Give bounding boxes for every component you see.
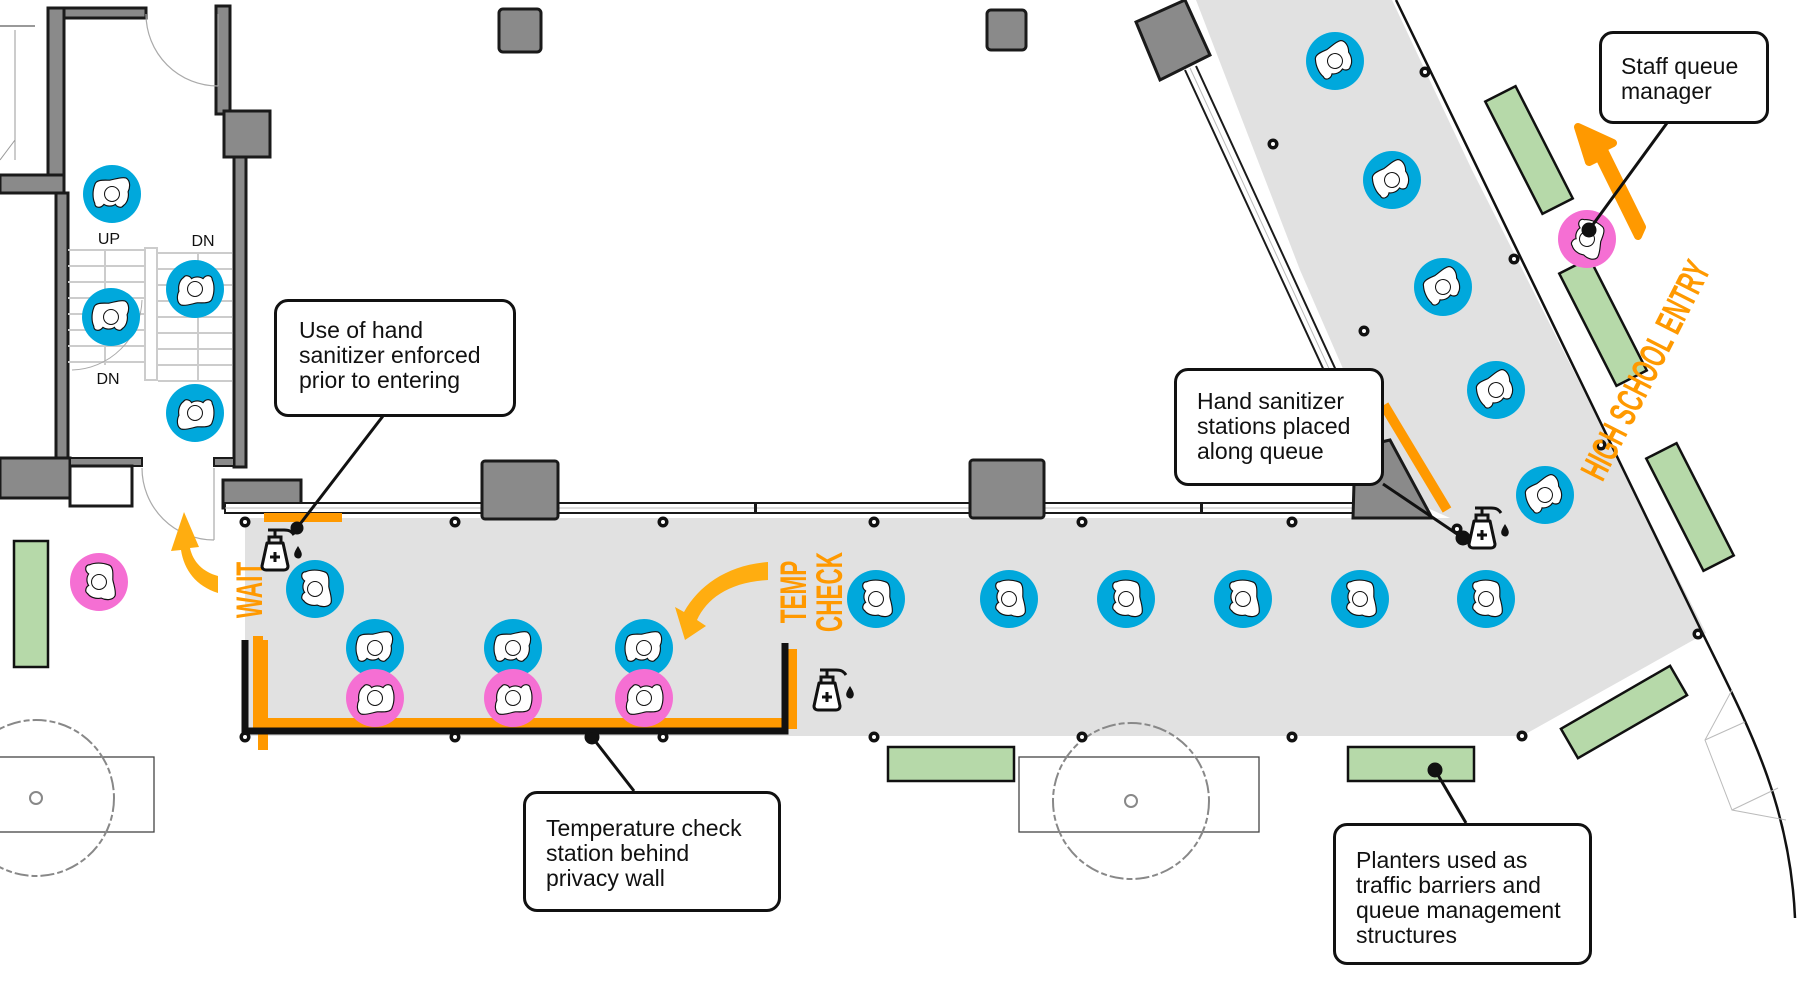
person-top-view-icon [624, 631, 663, 662]
staff-marker [346, 669, 404, 727]
person-top-view-icon [301, 569, 332, 608]
person-top-view-icon [92, 177, 131, 208]
queue-floor [245, 0, 1706, 736]
queue-marker [847, 570, 905, 628]
building-facade [224, 0, 1435, 521]
occupant-markers [70, 32, 1616, 727]
queue-marker [980, 570, 1038, 628]
queue-marker [1306, 32, 1364, 90]
person-top-view-icon [493, 631, 532, 662]
callout-staff-queue-manager: Staff queue manager [1599, 31, 1769, 124]
column-icon [497, 7, 543, 54]
person-top-view-icon [176, 275, 215, 306]
callout-line: manager [1621, 78, 1712, 104]
planter-icon [1644, 441, 1736, 573]
queue-marker [1097, 570, 1155, 628]
callout-hand-sanitizer-enforced: Use of hand sanitizer enforced prior to … [274, 299, 516, 417]
planter-icon [1557, 256, 1649, 388]
staff-marker [615, 669, 673, 727]
callout-sanitizer-stations: Hand sanitizer stations placed along que… [1174, 368, 1384, 486]
stair-label-up: UP [98, 231, 120, 248]
direction-arrow-icon [171, 512, 218, 593]
queue-marker [615, 619, 673, 677]
person-top-view-icon [85, 562, 116, 601]
planter-icon [1559, 664, 1689, 760]
person-top-view-icon [995, 579, 1026, 618]
callout-planters: Planters used as traffic barriers and qu… [1333, 823, 1592, 965]
callout-line: station behind [546, 840, 690, 866]
queue-marker [1467, 361, 1525, 419]
planter-icon [886, 745, 1016, 783]
queue-marker [83, 165, 141, 223]
planter-icon [12, 539, 50, 669]
person-top-view-icon [356, 684, 395, 715]
callout-line: Temperature check [546, 815, 742, 841]
callout-line: Staff queue [1621, 53, 1739, 79]
callout-line: Use of hand [299, 317, 424, 343]
column-icon [985, 8, 1028, 52]
queue-marker [1363, 151, 1421, 209]
queue-marker [1414, 258, 1472, 316]
callout-line: traffic barriers and [1356, 872, 1541, 898]
direction-arrow-icon [1574, 123, 1646, 240]
person-top-view-icon [355, 631, 394, 662]
queue-marker [484, 619, 542, 677]
person-top-view-icon [91, 300, 130, 331]
queue-marker [1214, 570, 1272, 628]
staff-marker [70, 553, 128, 611]
person-top-view-icon [176, 399, 215, 430]
queue-marker [166, 260, 224, 318]
callout-line: queue management [1356, 897, 1561, 923]
temp-label: TEMP [772, 561, 814, 623]
tree-canopy-icon [1018, 722, 1260, 880]
stair-label-down-left: DN [96, 371, 119, 388]
queue-marker [346, 619, 404, 677]
staff-marker [1558, 210, 1616, 268]
curb-line [1394, 0, 1797, 919]
callout-leaders [290, 122, 1669, 824]
callout-line: Planters used as [1356, 847, 1528, 873]
person-top-view-icon [1472, 579, 1503, 618]
callout-line: stations placed [1197, 413, 1351, 439]
staff-marker [484, 669, 542, 727]
callout-temperature-check: Temperature check station behind privacy… [523, 791, 781, 912]
planters [12, 84, 1736, 783]
callout-line: along queue [1197, 438, 1324, 464]
queue-marker [166, 384, 224, 442]
callout-line: structures [1356, 922, 1457, 948]
person-top-view-icon [1346, 579, 1377, 618]
callout-line: privacy wall [546, 865, 665, 891]
planter-icon [1346, 745, 1476, 783]
person-top-view-icon [862, 579, 893, 618]
stairwell: UP DN DN [0, 4, 303, 541]
person-top-view-icon [1229, 579, 1260, 618]
callout-line: sanitizer enforced [299, 342, 481, 368]
planter-icon [1483, 84, 1575, 216]
queue-marker [1331, 570, 1389, 628]
callout-line: Hand sanitizer [1197, 388, 1345, 414]
person-top-view-icon [1112, 579, 1143, 618]
queue-marker [286, 560, 344, 618]
queue-marker [1516, 466, 1574, 524]
trees [0, 719, 1260, 880]
queue-marker [82, 288, 140, 346]
person-top-view-icon [625, 684, 664, 715]
queue-marker [1457, 570, 1515, 628]
direction-arrow-icon [675, 562, 768, 640]
callout-line: prior to entering [299, 367, 461, 393]
wait-label: WAIT [228, 562, 270, 618]
person-top-view-icon [494, 684, 533, 715]
stair-label-down-right: DN [191, 233, 214, 250]
check-label: CHECK [808, 552, 850, 632]
tree-canopy-icon [0, 719, 155, 877]
